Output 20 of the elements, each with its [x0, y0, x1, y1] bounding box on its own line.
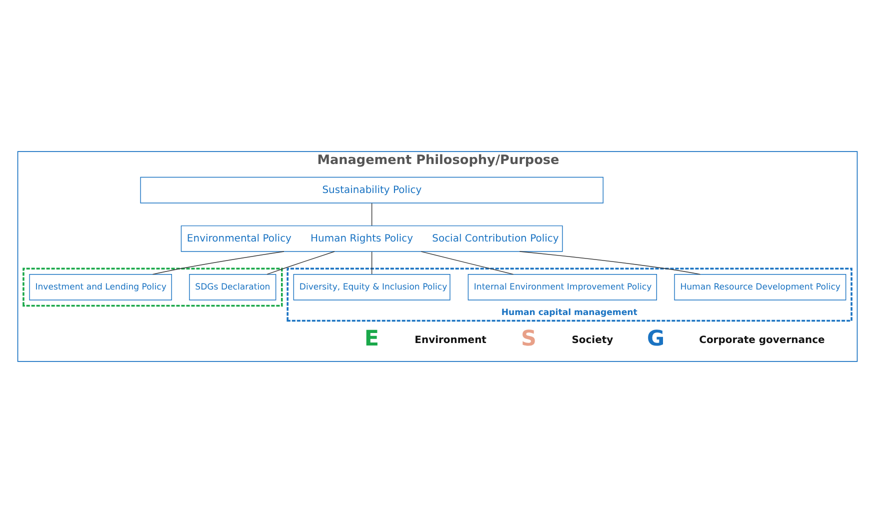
- label: Society: [572, 334, 614, 346]
- connector: [371, 250, 372, 274]
- cluster: [22, 267, 283, 306]
- label: Environment: [414, 334, 486, 346]
- connector: [266, 250, 335, 274]
- label: Corporate governance: [699, 334, 825, 346]
- node-box: Environmental Policy Human Rights Policy Social Contribution Policy: [180, 224, 563, 252]
- node-box: Internal Environment Improvement Policy: [468, 273, 657, 300]
- connector: [371, 202, 372, 226]
- node-box: Sustainability Policy: [140, 176, 604, 203]
- node-box: Diversity, Equity & Inclusion Policy: [293, 273, 450, 300]
- node-box: Investment and Lending Policy: [29, 273, 172, 300]
- label: S: [521, 326, 536, 352]
- connector: [152, 250, 284, 274]
- node-box: SDGs Declaration: [189, 273, 276, 300]
- label: G: [647, 326, 665, 352]
- connector: [519, 250, 701, 274]
- connector: [420, 250, 514, 274]
- node-box: Human Resource Development Policy: [674, 273, 846, 300]
- label: E: [364, 326, 379, 352]
